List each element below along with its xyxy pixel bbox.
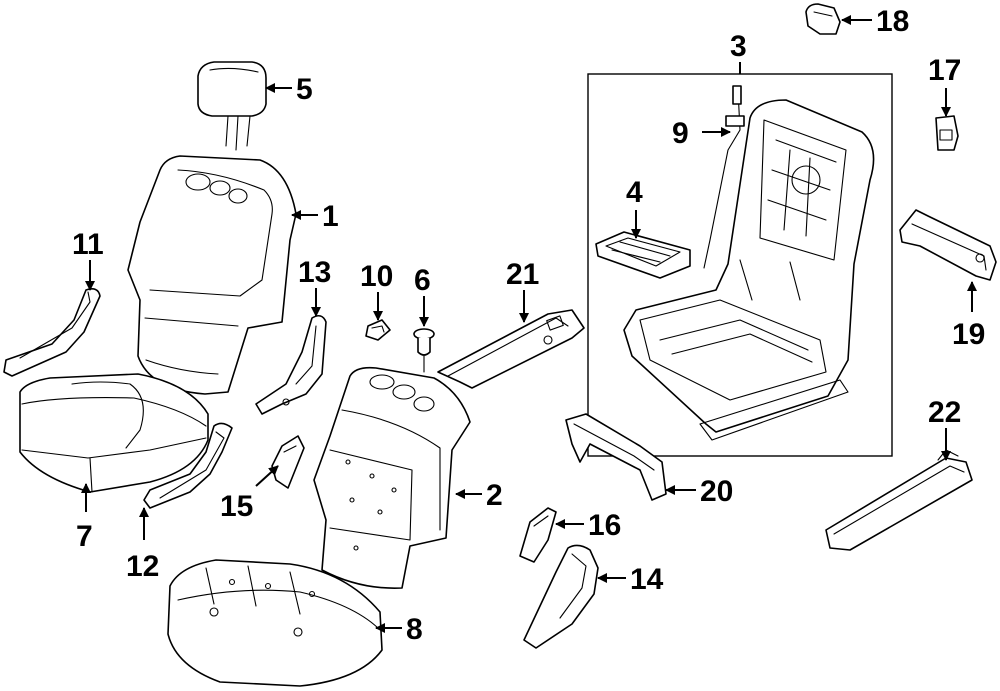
callout-2: 2	[486, 479, 503, 512]
callout-16: 16	[588, 509, 621, 542]
callout-10: 10	[360, 260, 393, 293]
callout-1: 1	[322, 200, 339, 233]
callout-leaders	[81, 15, 977, 633]
callout-labels: 1 2 3 4 5 6 7 8 9 10 11 12 13 14 15 16 1…	[72, 5, 985, 646]
callout-13: 13	[298, 256, 331, 289]
callout-15: 15	[220, 490, 253, 523]
callout-5: 5	[296, 73, 313, 106]
part-1-seat-back-left	[127, 155, 297, 395]
part-19-bracket	[899, 209, 997, 281]
callout-21: 21	[506, 258, 539, 291]
callout-22: 22	[928, 396, 961, 429]
part-4-seat-pan	[595, 231, 691, 279]
part-8-seat-cushion-right	[167, 559, 383, 687]
part-5-headrest	[197, 61, 267, 151]
part-9-cable	[703, 85, 745, 269]
callout-4: 4	[626, 176, 643, 209]
part-2-seat-back-right	[313, 366, 471, 589]
part-7-seat-cushion-left	[19, 373, 209, 493]
callout-9: 9	[672, 117, 689, 150]
callout-20: 20	[700, 475, 733, 508]
part-13-bracket	[255, 314, 327, 415]
part-16-trim	[519, 507, 557, 563]
leader-15	[255, 465, 279, 487]
callout-7: 7	[76, 520, 93, 553]
part-14-cover	[523, 544, 599, 649]
part-17-latch	[935, 115, 959, 151]
callout-19: 19	[952, 318, 985, 351]
callout-3: 3	[730, 30, 747, 63]
callout-6: 6	[414, 264, 431, 297]
part-6-bolt	[413, 328, 435, 373]
part-11-trim-panel	[3, 288, 101, 377]
callout-12: 12	[126, 550, 159, 583]
part-3-seat-frame	[623, 99, 875, 441]
part-10-clip	[365, 319, 391, 341]
part-12-trim-panel	[143, 422, 233, 509]
part-22-rail	[825, 449, 973, 551]
part-15-bracket	[271, 435, 305, 489]
callout-18: 18	[876, 5, 909, 38]
part-20-trim	[565, 413, 667, 501]
part-21-rail	[437, 309, 585, 389]
callout-11: 11	[72, 228, 104, 261]
callout-8: 8	[406, 613, 423, 646]
callout-14: 14	[630, 563, 664, 596]
part-18-cap	[805, 3, 841, 35]
callout-17: 17	[928, 54, 961, 87]
